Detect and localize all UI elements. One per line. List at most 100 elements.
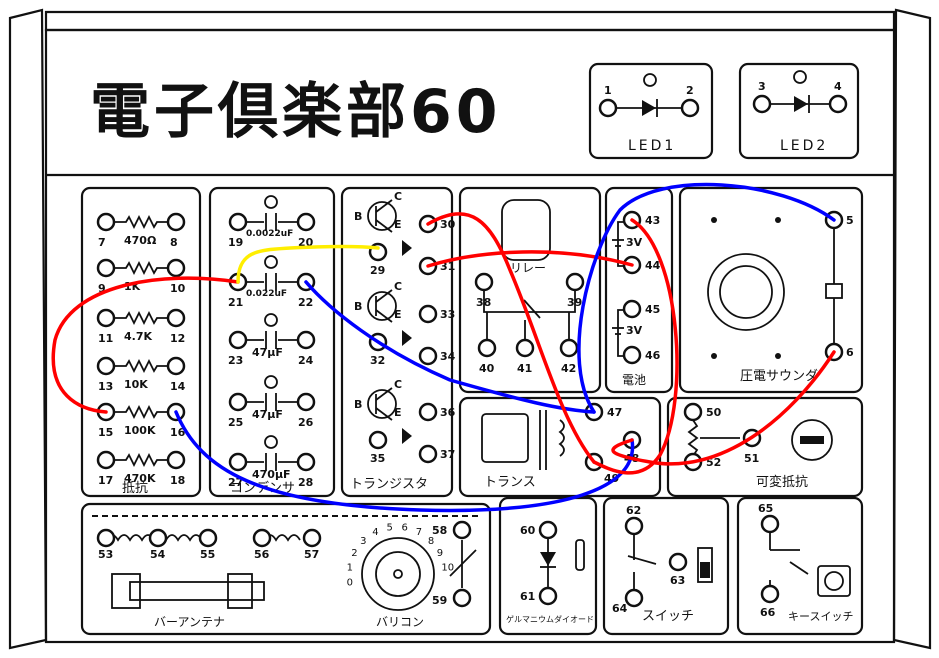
wire-6-48[interactable]	[611, 350, 836, 466]
terminal-57-label: 57	[304, 548, 319, 561]
terminal-28[interactable]	[296, 452, 316, 472]
key-button-icon[interactable]	[817, 565, 851, 597]
terminal-8[interactable]	[166, 212, 186, 232]
switch-panel: 62 63 64 スイッチ	[602, 496, 730, 636]
terminal-37[interactable]	[418, 444, 438, 464]
terminal-39-label: 39	[567, 296, 582, 309]
dial-number: 7	[416, 527, 422, 538]
terminal-57[interactable]	[302, 528, 322, 548]
terminal-36[interactable]	[418, 402, 438, 422]
wire-21-15[interactable]	[51, 276, 240, 414]
terminal-2[interactable]	[680, 98, 700, 118]
transformer-label: トランス	[484, 475, 536, 490]
wire-43-49[interactable]	[592, 218, 679, 475]
terminal-14[interactable]	[166, 356, 186, 376]
terminal-13[interactable]	[96, 356, 116, 376]
terminal-54[interactable]	[148, 528, 168, 548]
transformer-core-icon	[481, 413, 529, 463]
terminal-55[interactable]	[198, 528, 218, 548]
sounder-disc-icon	[707, 253, 785, 331]
wire-16-48[interactable]	[174, 410, 635, 513]
terminal-27[interactable]	[228, 452, 248, 472]
terminal-61[interactable]	[538, 586, 558, 606]
terminal-26[interactable]	[296, 392, 316, 412]
terminal-58[interactable]	[452, 520, 472, 540]
terminal-65[interactable]	[760, 514, 780, 534]
terminal-46[interactable]	[622, 345, 642, 365]
slide-switch-icon[interactable]	[697, 547, 713, 583]
terminal-18[interactable]	[166, 450, 186, 470]
sounder-label: 圧電サウンダ	[740, 369, 818, 384]
terminal-45[interactable]	[622, 299, 642, 319]
terminal-64[interactable]	[624, 588, 644, 608]
board-title: 電子倶楽部60	[90, 77, 502, 147]
terminal-3[interactable]	[752, 94, 772, 114]
diode-panel: 60 61 ゲルマニウムダイオード	[498, 496, 598, 636]
wire-21-29[interactable]	[236, 244, 380, 284]
terminal-4[interactable]	[828, 94, 848, 114]
led2-panel: 3 4 LED2	[738, 62, 860, 160]
terminal-15-label: 15	[98, 426, 113, 439]
terminal-14-label: 14	[170, 380, 186, 393]
terminal-63[interactable]	[668, 552, 688, 572]
resistor-icon	[110, 452, 170, 468]
terminal-49-label: 49	[604, 472, 619, 485]
wire-22-47[interactable]	[304, 280, 596, 414]
terminal-66[interactable]	[760, 584, 780, 604]
terminal-25[interactable]	[228, 392, 248, 412]
capacitor-value-label: 470μF	[252, 468, 291, 481]
terminal-59[interactable]	[452, 588, 472, 608]
terminal-20[interactable]	[296, 212, 316, 232]
terminal-11[interactable]	[96, 308, 116, 328]
terminal-41[interactable]	[515, 338, 535, 358]
wire-30-49[interactable]	[426, 212, 596, 464]
resistor-icon	[110, 404, 170, 420]
terminal-53[interactable]	[96, 528, 116, 548]
terminal-13-label: 13	[98, 380, 113, 393]
terminal-10-label: 10	[170, 282, 186, 295]
terminal-56[interactable]	[252, 528, 272, 548]
resistor-icon	[110, 358, 170, 374]
terminal-1[interactable]	[598, 98, 618, 118]
wire-47-5[interactable]	[577, 182, 836, 414]
terminal-53-label: 53	[98, 548, 113, 561]
terminal-50[interactable]	[683, 402, 703, 422]
terminal-21-label: 21	[228, 296, 243, 309]
terminal-40[interactable]	[477, 338, 497, 358]
terminal-55-label: 55	[200, 548, 215, 561]
terminal-17[interactable]	[96, 450, 116, 470]
led2-diode-icon	[794, 96, 808, 112]
transistor-base-label: B	[354, 300, 362, 313]
terminal-34[interactable]	[418, 346, 438, 366]
terminal-12[interactable]	[166, 308, 186, 328]
terminal-61-label: 61	[520, 590, 535, 603]
terminal-33[interactable]	[418, 304, 438, 324]
terminal-38[interactable]	[474, 272, 494, 292]
diode-label: ゲルマニウムダイオード	[506, 614, 594, 624]
transistor-icon	[367, 291, 397, 321]
terminal-7[interactable]	[96, 212, 116, 232]
variable-resistor-label: 可変抵抗	[756, 474, 808, 490]
terminal-35[interactable]	[368, 430, 388, 450]
terminal-24[interactable]	[296, 330, 316, 350]
wire-31-44[interactable]	[426, 250, 634, 268]
capacitor-value-label: 47μF	[252, 408, 283, 421]
terminal-42[interactable]	[559, 338, 579, 358]
terminal-28-label: 28	[298, 476, 313, 489]
transistor-collector-label: C	[394, 280, 402, 293]
volume-knob-icon	[791, 419, 833, 461]
terminal-19[interactable]	[228, 212, 248, 232]
terminal-62[interactable]	[624, 516, 644, 536]
terminal-9[interactable]	[96, 258, 116, 278]
capacitor-value-label: 0.022uF	[246, 289, 287, 299]
terminal-51-label: 51	[744, 452, 759, 465]
terminal-23[interactable]	[228, 330, 248, 350]
battery-label: 電池	[622, 373, 646, 387]
terminal-10[interactable]	[166, 258, 186, 278]
terminal-39[interactable]	[565, 272, 585, 292]
terminal-25-label: 25	[228, 416, 243, 429]
terminal-60[interactable]	[538, 520, 558, 540]
terminal-60-label: 60	[520, 524, 536, 537]
